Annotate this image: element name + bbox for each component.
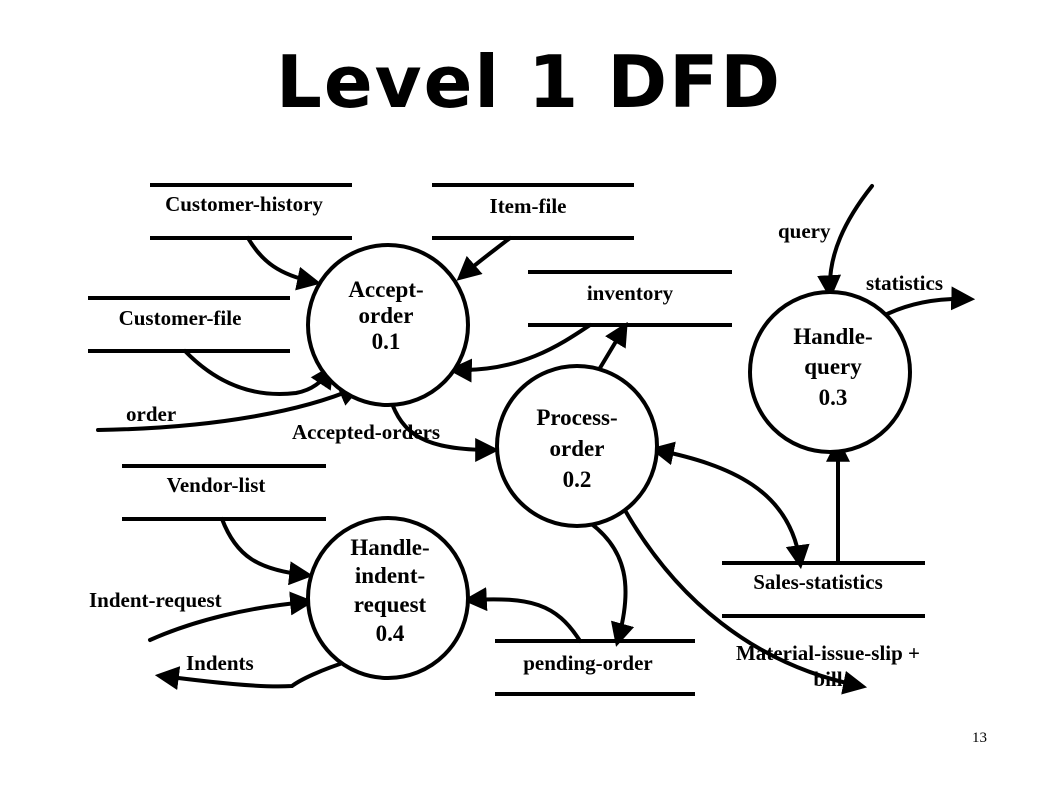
flow-vendor-list-to-handle-indent <box>220 517 314 586</box>
process-handle-indent-line-3: request <box>354 592 427 617</box>
flow-label-statistics: statistics <box>866 271 943 295</box>
process-accept-order-line-3: 0.1 <box>372 329 401 354</box>
flow-material-issue-slip <box>620 503 868 695</box>
store-customer-file: Customer-file <box>88 296 290 353</box>
store-pending-order: pending-order <box>495 639 695 696</box>
store-customer-file-label: Customer-file <box>119 306 242 330</box>
flow-customer-file-to-accept-order <box>183 349 334 396</box>
store-customer-history: Customer-history <box>150 183 352 240</box>
process-process-order-line-2: order <box>550 436 605 461</box>
store-inventory: inventory <box>528 270 732 327</box>
flow-order-to-accept-order <box>96 383 363 432</box>
process-accept-order: Accept- order 0.1 <box>306 243 470 407</box>
flow-item-file-to-accept-order <box>456 236 512 281</box>
process-handle-indent-line-4: 0.4 <box>376 621 405 646</box>
page-number: 13 <box>972 730 987 746</box>
store-vendor-list-label: Vendor-list <box>167 473 266 497</box>
process-handle-query-line-2: query <box>804 354 862 379</box>
flow-process-order-sales-statistics <box>649 441 810 570</box>
store-vendor-list: Vendor-list <box>122 464 326 521</box>
flow-inventory-to-accept-order <box>447 323 592 383</box>
flow-label-query: query <box>778 219 831 243</box>
process-process-order: Process- order 0.2 <box>495 364 659 528</box>
flow-label-order: order <box>126 402 176 426</box>
store-sales-statistics-label: Sales-statistics <box>753 570 883 594</box>
store-inventory-label: inventory <box>587 281 674 305</box>
flow-customer-history-to-accept-order <box>246 236 322 291</box>
process-handle-indent-request: Handle- indent- request 0.4 <box>306 516 470 680</box>
flow-label-material-issue-slip: Material-issue-slip + <box>736 641 920 665</box>
process-accept-order-line-2: order <box>359 303 414 328</box>
process-accept-order-line-1: Accept- <box>348 277 423 302</box>
store-item-file: Item-file <box>432 183 634 240</box>
process-handle-query-line-1: Handle- <box>793 324 872 349</box>
store-pending-order-label: pending-order <box>523 651 653 675</box>
process-handle-query: Handle- query 0.3 <box>748 290 912 454</box>
flow-label-indent-request: Indent-request <box>89 588 222 612</box>
flow-label-indents: Indents <box>186 651 254 675</box>
flow-query-to-handle-query <box>817 184 874 300</box>
flow-indent-request <box>148 591 315 642</box>
slide-title: Level 1 DFD <box>275 40 783 124</box>
flow-process-order-to-pending-order <box>581 516 635 647</box>
store-sales-statistics: Sales-statistics <box>722 561 925 618</box>
process-handle-indent-line-1: Handle- <box>350 535 429 560</box>
flow-statistics-from-handle-query <box>883 286 976 317</box>
flow-label-accepted-orders: Accepted-orders <box>292 420 440 444</box>
flow-pending-order-to-handle-indent <box>462 587 582 643</box>
flow-label-material-issue-bill: bill <box>813 667 842 691</box>
store-item-file-label: Item-file <box>490 194 567 218</box>
flow-indents <box>154 658 354 690</box>
flow-process-order-to-inventory <box>598 321 628 370</box>
process-handle-indent-line-2: indent- <box>355 563 425 588</box>
process-process-order-line-3: 0.2 <box>563 467 592 492</box>
store-customer-history-label: Customer-history <box>165 192 323 216</box>
process-process-order-line-1: Process- <box>536 405 617 430</box>
flow-accepted-orders <box>388 396 500 462</box>
process-handle-query-line-3: 0.3 <box>819 385 848 410</box>
